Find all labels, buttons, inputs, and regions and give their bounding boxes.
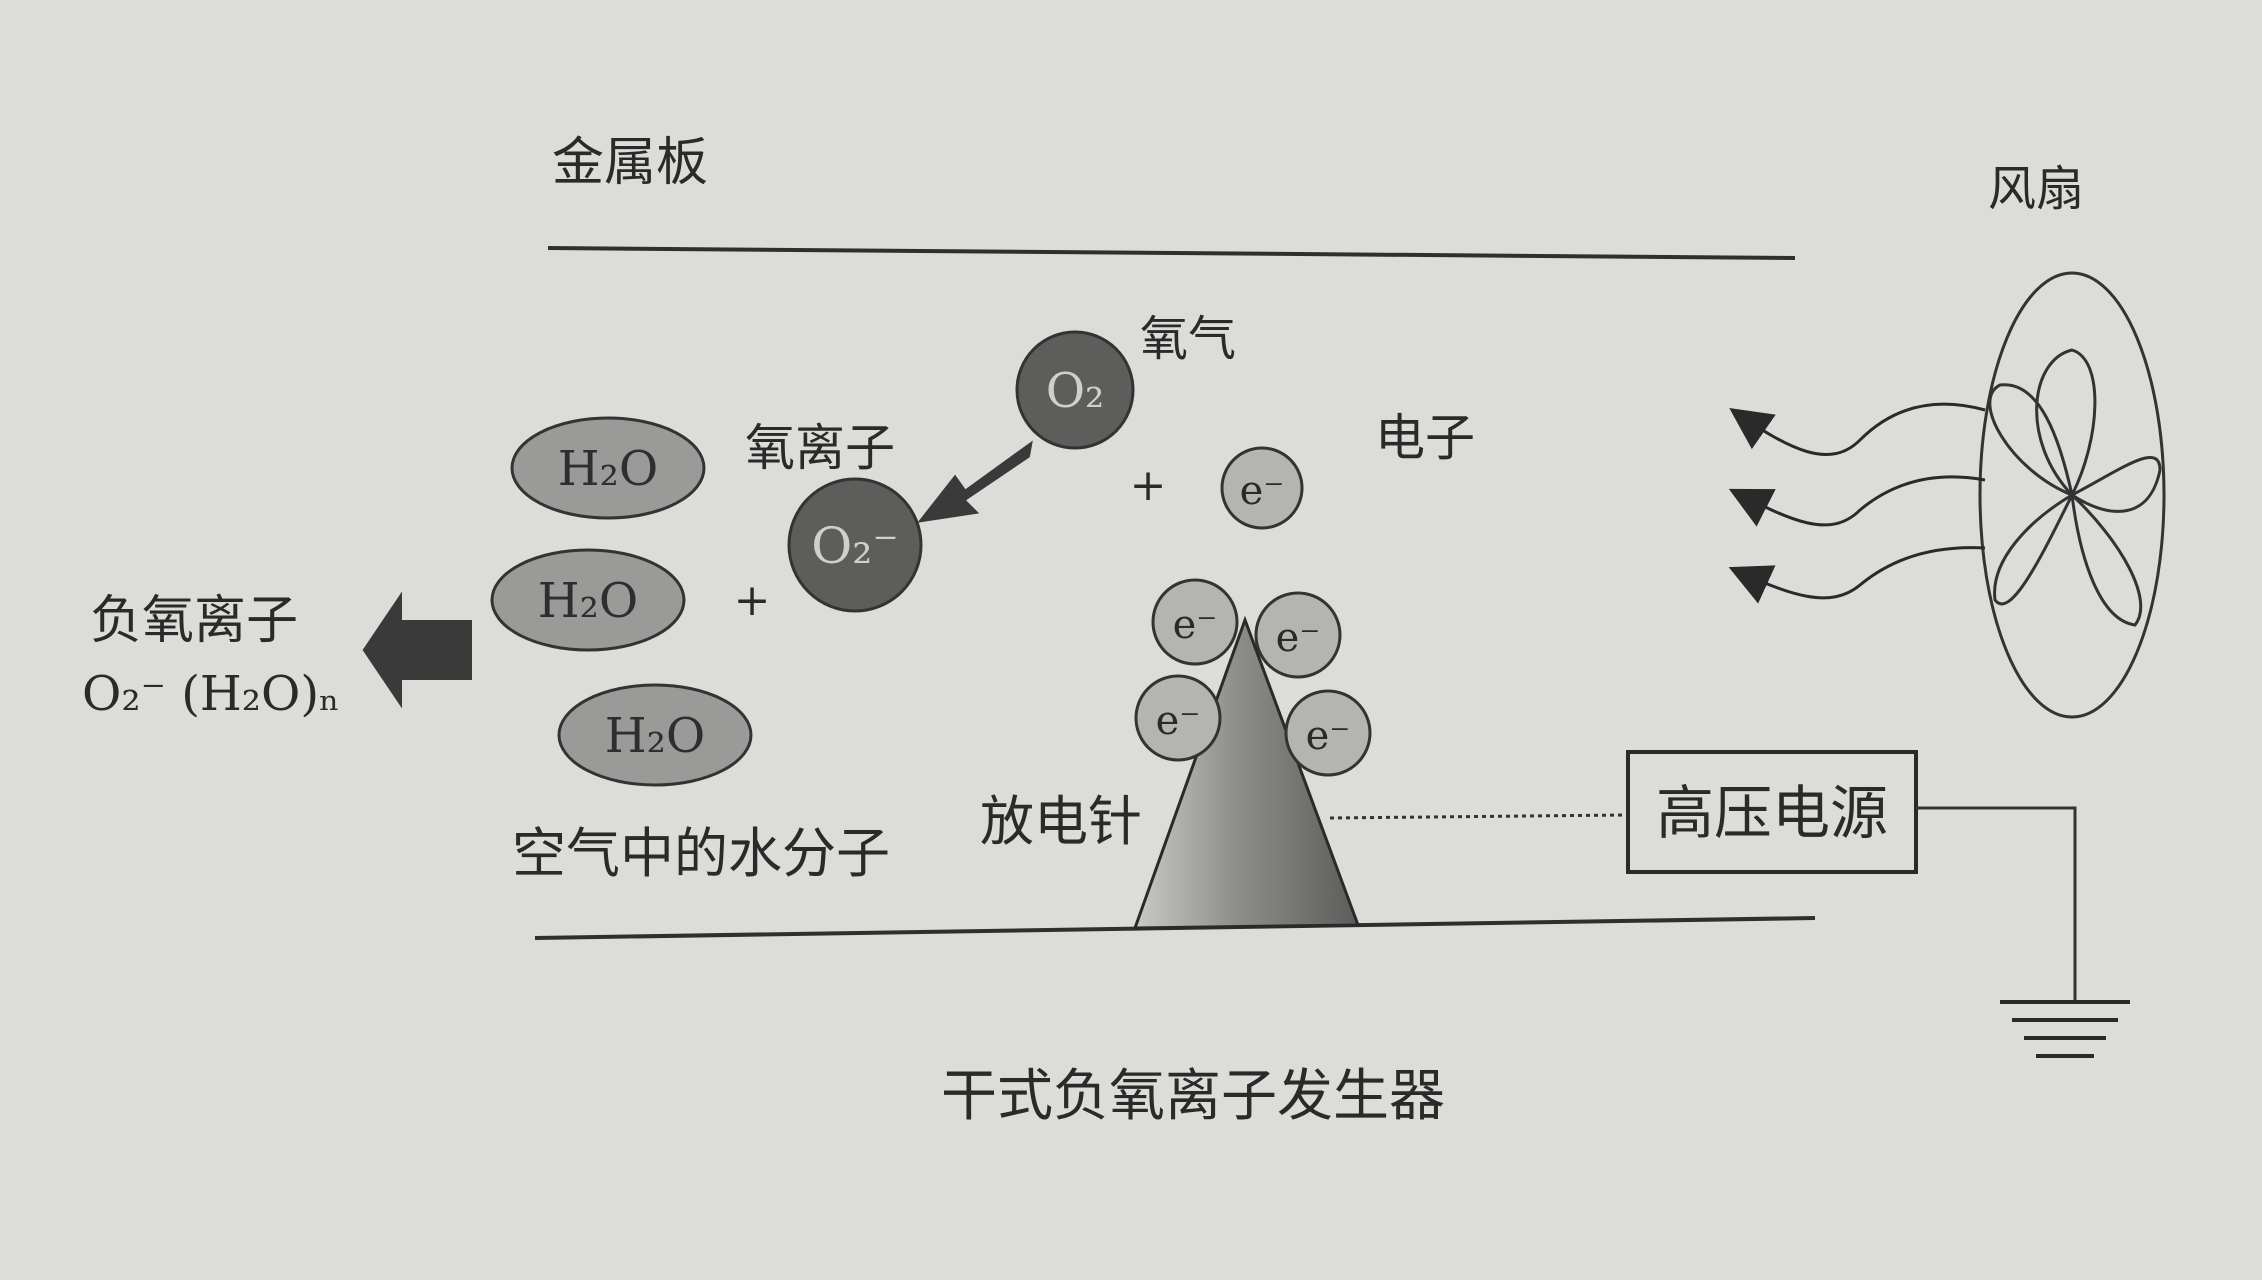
water-in-air-label: 空气中的水分子 bbox=[512, 822, 890, 885]
output-arrow-icon bbox=[362, 591, 472, 709]
needle-electron-4-symbol: e⁻ bbox=[1306, 713, 1351, 759]
needle-electron-3-symbol: e⁻ bbox=[1156, 698, 1201, 744]
hv-power-box bbox=[1626, 750, 1918, 874]
plus-sign-water: + bbox=[734, 575, 771, 626]
fan bbox=[1978, 271, 2166, 719]
plus-sign-electron: + bbox=[1130, 460, 1167, 511]
electron-label: 电子 bbox=[1375, 409, 1475, 467]
needle-electron-4: e⁻ bbox=[1284, 689, 1372, 777]
hv-power-label: 高压电源 bbox=[1656, 779, 1888, 847]
fan-label: 风扇 bbox=[1988, 161, 2084, 217]
free-electron: e⁻ bbox=[1220, 446, 1304, 530]
fan-blades-icon bbox=[1988, 348, 2162, 627]
diagram-caption: 干式负氧离子发生器 bbox=[941, 1064, 1445, 1129]
oxygen-molecule: O₂ bbox=[1015, 330, 1135, 450]
top-metal-plate bbox=[547, 246, 1796, 260]
wind-arrow-3 bbox=[1728, 546, 1986, 604]
water-molecule-2: H₂O bbox=[490, 548, 686, 652]
water-molecule-2-symbol: H₂O bbox=[538, 573, 638, 629]
negative-ion-formula: O₂⁻ (H₂O)ₙ bbox=[82, 666, 340, 722]
negative-ion-label: 负氧离子 bbox=[90, 591, 298, 651]
wind-arrows bbox=[1728, 402, 1986, 604]
oxygen-molecule-symbol: O₂ bbox=[1046, 363, 1105, 419]
needle-electron-2: e⁻ bbox=[1254, 591, 1342, 679]
oxygen-ion: O₂⁻ bbox=[787, 477, 923, 613]
ground-wire bbox=[1916, 806, 2077, 1000]
needle-electron-3: e⁻ bbox=[1134, 674, 1222, 762]
wind-arrow-2 bbox=[1728, 475, 1986, 527]
water-molecule-3-symbol: H₂O bbox=[605, 708, 705, 764]
free-electron-symbol: e⁻ bbox=[1240, 468, 1285, 514]
water-molecule-1: H₂O bbox=[510, 416, 706, 520]
needle-wire bbox=[1329, 813, 1626, 820]
ionization-arrow-icon bbox=[917, 440, 1033, 523]
discharge-needle-label: 放电针 bbox=[980, 790, 1142, 853]
water-molecule-3: H₂O bbox=[557, 683, 753, 787]
discharge-needle bbox=[1132, 615, 1361, 930]
ground-icon bbox=[2000, 1000, 2130, 1058]
water-molecule-1-symbol: H₂O bbox=[558, 441, 658, 497]
oxygen-gas-label: 氧气 bbox=[1140, 311, 1236, 367]
wind-arrow-1 bbox=[1729, 402, 1986, 456]
oxygen-ion-symbol: O₂⁻ bbox=[811, 517, 898, 575]
metal-plate-label: 金属板 bbox=[552, 133, 708, 193]
needle-electron-1-symbol: e⁻ bbox=[1173, 602, 1218, 648]
needle-electron-1: e⁻ bbox=[1151, 578, 1239, 666]
needle-electron-2-symbol: e⁻ bbox=[1276, 615, 1321, 661]
oxygen-ion-label: 氧离子 bbox=[745, 419, 895, 477]
